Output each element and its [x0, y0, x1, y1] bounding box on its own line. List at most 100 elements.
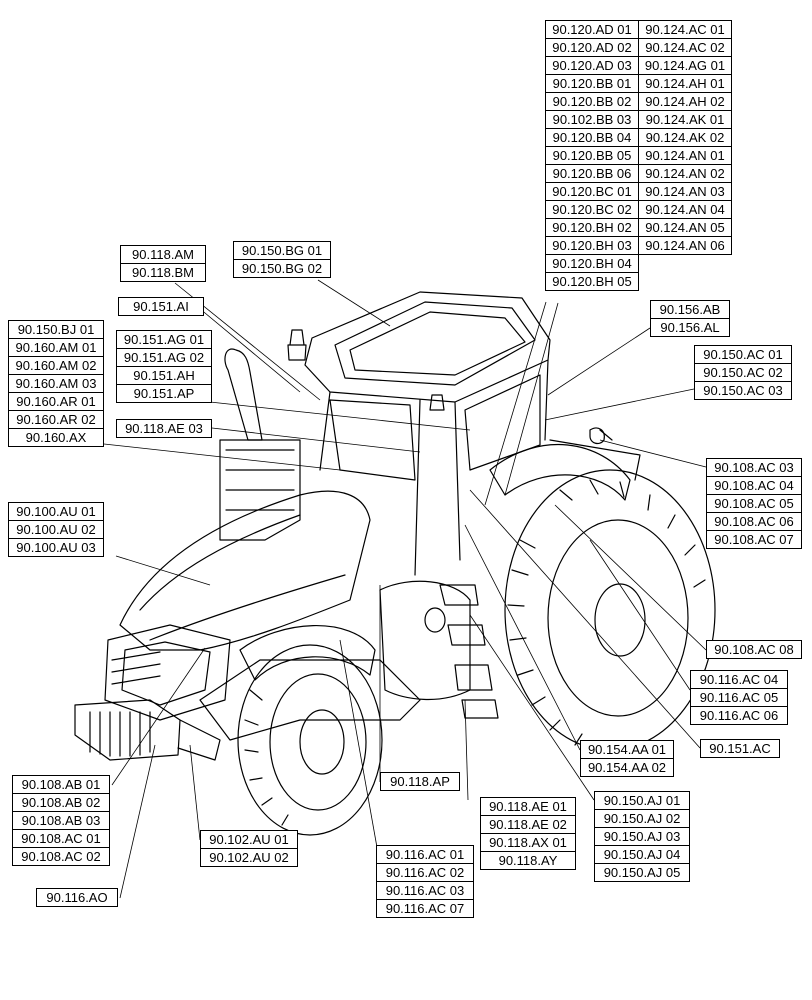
cab-steps	[439, 584, 499, 719]
part-number-label: 90.108.AC 02	[12, 847, 110, 866]
part-number-label: 90.120.BB 04	[545, 128, 639, 147]
part-number-label: 90.150.AJ 04	[594, 845, 690, 864]
exhaust-pipe	[224, 348, 263, 441]
part-number-label: 90.124.AC 02	[638, 38, 732, 57]
part-number-label: 90.150.AJ 02	[594, 809, 690, 828]
part-number-label: 90.118.AP	[380, 772, 460, 791]
part-number-label: 90.124.AN 01	[638, 146, 732, 165]
part-number-label: 90.151.AP	[116, 384, 212, 403]
part-number-label: 90.102.AU 01	[200, 830, 298, 849]
part-number-label: 90.118.AY	[480, 851, 576, 870]
part-number-label: 90.151.AC	[700, 739, 780, 758]
part-number-label: 90.108.AB 02	[12, 793, 110, 812]
part-number-label: 90.108.AB 01	[12, 775, 110, 794]
part-number-label: 90.124.AK 01	[638, 110, 732, 129]
part-number-label: 90.116.AC 04	[690, 670, 788, 689]
side-screen	[219, 439, 301, 541]
part-number-label: 90.150.AC 02	[694, 363, 792, 382]
part-number-label: 90.100.AU 03	[8, 538, 104, 557]
part-number-label: 90.120.AD 03	[545, 56, 639, 75]
part-number-label: 90.120.BH 04	[545, 254, 639, 273]
part-number-label: 90.116.AC 02	[376, 863, 474, 882]
cab-frame	[319, 359, 549, 576]
front-wheel	[237, 644, 383, 836]
part-number-label: 90.116.AC 07	[376, 899, 474, 918]
part-number-label: 90.160.AX	[8, 428, 104, 447]
part-number-label: 90.118.AE 01	[480, 797, 576, 816]
part-number-label: 90.160.AM 01	[8, 338, 104, 357]
part-number-label: 90.116.AC 05	[690, 688, 788, 707]
part-number-label: 90.108.AC 08	[706, 640, 802, 659]
part-number-label: 90.120.BB 06	[545, 164, 639, 183]
part-number-label: 90.108.AC 03	[706, 458, 802, 477]
part-number-label: 90.150.BG 01	[233, 241, 331, 260]
callout-group-151ai: 90.151.AI	[118, 297, 204, 316]
part-number-label: 90.116.AC 01	[376, 845, 474, 864]
part-number-label: 90.160.AM 02	[8, 356, 104, 375]
part-number-label: 90.102.AU 02	[200, 848, 298, 867]
part-number-label: 90.118.AE 02	[480, 815, 576, 834]
part-number-label: 90.108.AC 05	[706, 494, 802, 513]
part-number-label: 90.124.AN 02	[638, 164, 732, 183]
part-number-label: 90.124.AN 03	[638, 182, 732, 201]
part-number-label: 90.124.AC 01	[638, 20, 732, 39]
part-number-label: 90.124.AH 02	[638, 92, 732, 111]
leader-lines	[103, 279, 707, 899]
part-number-label: 90.120.BH 02	[545, 218, 639, 237]
part-number-label: 90.102.BB 03	[545, 110, 639, 129]
rear-fender	[489, 443, 631, 501]
part-number-label: 90.150.AJ 05	[594, 863, 690, 882]
part-number-label: 90.150.AJ 03	[594, 827, 690, 846]
part-number-label: 90.124.AN 06	[638, 236, 732, 255]
part-number-label: 90.150.AC 01	[694, 345, 792, 364]
front-weights	[74, 699, 181, 761]
part-number-label: 90.120.BB 01	[545, 74, 639, 93]
part-number-label: 90.120.BB 05	[545, 146, 639, 165]
part-number-label: 90.108.AC 01	[12, 829, 110, 848]
part-number-label: 90.120.BH 03	[545, 236, 639, 255]
part-number-label: 90.118.AE 03	[116, 419, 212, 438]
part-number-label: 90.154.AA 02	[580, 758, 674, 777]
roof-panel	[334, 301, 536, 386]
part-number-label: 90.118.AX 01	[480, 833, 576, 852]
part-number-label: 90.151.AI	[118, 297, 204, 316]
part-number-label: 90.120.BH 05	[545, 272, 639, 291]
part-number-label: 90.150.BG 02	[233, 259, 331, 278]
part-number-label: 90.156.AB	[650, 300, 730, 319]
part-number-label: 90.154.AA 01	[580, 740, 674, 759]
part-number-label: 90.108.AB 03	[12, 811, 110, 830]
part-number-label: 90.160.AR 02	[8, 410, 104, 429]
front-fender	[239, 625, 376, 681]
part-number-label: 90.150.BJ 01	[8, 320, 104, 339]
part-number-label: 90.160.AR 01	[8, 392, 104, 411]
part-number-label: 90.124.AG 01	[638, 56, 732, 75]
part-number-label: 90.151.AG 02	[116, 348, 212, 367]
beacon	[287, 329, 307, 361]
callout-group-151ac: 90.151.AC	[700, 739, 780, 758]
part-number-label: 90.118.AM	[120, 245, 206, 264]
part-number-label: 90.108.AC 04	[706, 476, 802, 495]
callout-group-108ac08: 90.108.AC 08	[706, 640, 802, 659]
part-number-label: 90.124.AN 05	[638, 218, 732, 237]
mirror	[589, 427, 605, 445]
part-number-label: 90.116.AC 03	[376, 881, 474, 900]
part-number-label: 90.150.AC 03	[694, 381, 792, 400]
callout-group-118ap: 90.118.AP	[380, 772, 460, 791]
callout-group-118ae03: 90.118.AE 03	[116, 419, 212, 438]
part-number-label: 90.160.AM 03	[8, 374, 104, 393]
part-number-label: 90.100.AU 02	[8, 520, 104, 539]
